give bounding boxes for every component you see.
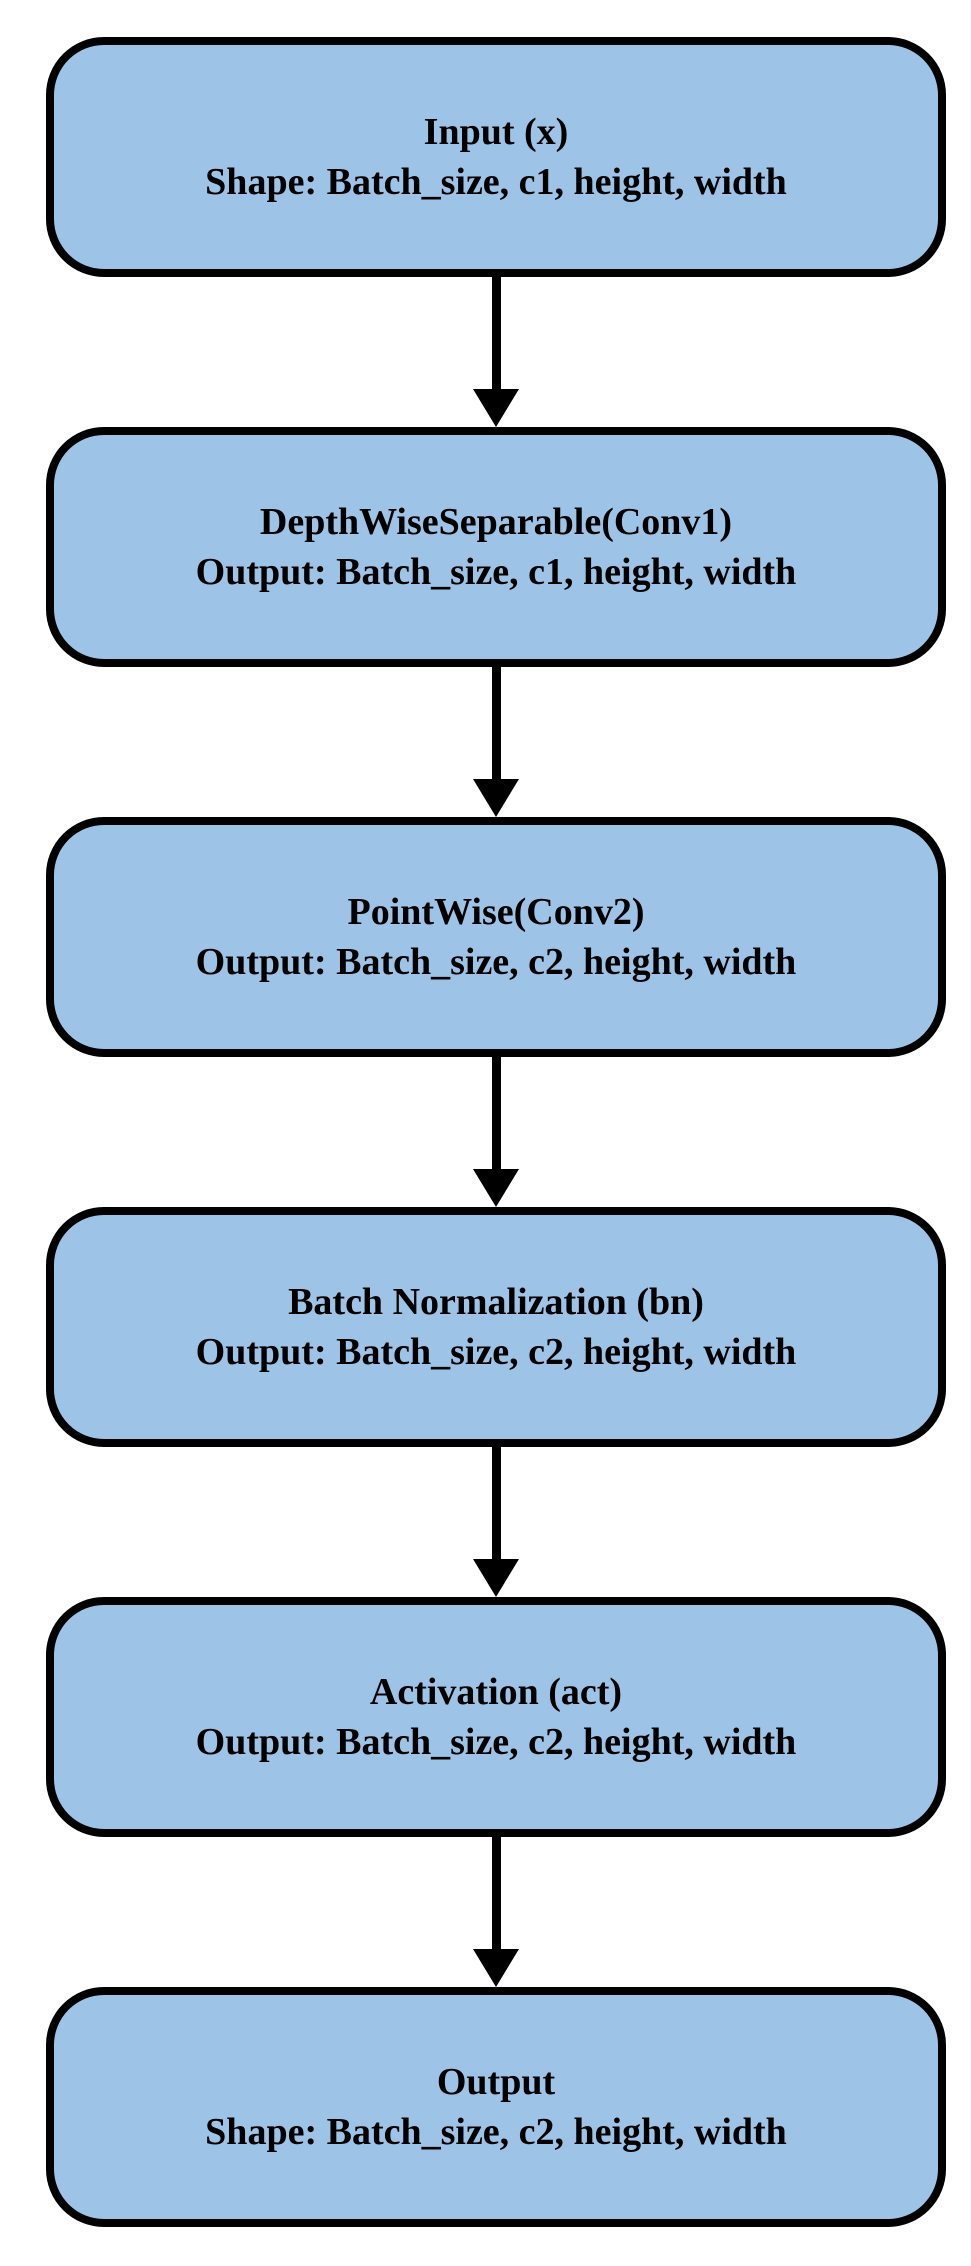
arrow-depthwise-to-pointwise [473, 667, 519, 817]
node-depthwise-shape: Output: Batch_size, c1, height, width [195, 551, 797, 593]
flowchart-column: Input (x) Shape: Batch_size, c1, height,… [46, 37, 946, 2227]
node-activation-shape: Output: Batch_size, c2, height, width [195, 1721, 797, 1763]
arrow-stem [491, 1447, 501, 1559]
node-batchnorm-title: Batch Normalization (bn) [288, 1280, 704, 1323]
node-pointwise-shape: Output: Batch_size, c2, height, width [195, 941, 797, 983]
arrow-stem [491, 667, 501, 779]
arrow-head-icon [473, 779, 519, 817]
node-depthwise-title: DepthWiseSeparable(Conv1) [259, 500, 733, 543]
arrow-pointwise-to-batchnorm [473, 1057, 519, 1207]
arrow-stem [491, 1057, 501, 1169]
node-batch-normalization: Batch Normalization (bn) Output: Batch_s… [46, 1207, 946, 1447]
arrow-input-to-depthwise [473, 277, 519, 427]
arrow-batchnorm-to-activation [473, 1447, 519, 1597]
arrow-stem [491, 1837, 501, 1949]
arrow-head-icon [473, 389, 519, 427]
arrow-head-icon [473, 1949, 519, 1987]
node-input-title: Input (x) [423, 110, 569, 153]
node-pointwise-title: PointWise(Conv2) [347, 890, 645, 933]
arrow-activation-to-output [473, 1837, 519, 1987]
node-output: Output Shape: Batch_size, c2, height, wi… [46, 1987, 946, 2227]
arrow-head-icon [473, 1169, 519, 1207]
node-activation: Activation (act) Output: Batch_size, c2,… [46, 1597, 946, 1837]
node-output-title: Output [436, 2060, 556, 2103]
node-depthwise-separable: DepthWiseSeparable(Conv1) Output: Batch_… [46, 427, 946, 667]
node-pointwise: PointWise(Conv2) Output: Batch_size, c2,… [46, 817, 946, 1057]
node-input: Input (x) Shape: Batch_size, c1, height,… [46, 37, 946, 277]
arrow-stem [491, 277, 501, 389]
node-activation-title: Activation (act) [369, 1670, 623, 1713]
node-input-shape: Shape: Batch_size, c1, height, width [205, 161, 787, 203]
arrow-head-icon [473, 1559, 519, 1597]
node-output-shape: Shape: Batch_size, c2, height, width [205, 2111, 787, 2153]
node-batchnorm-shape: Output: Batch_size, c2, height, width [195, 1331, 797, 1373]
